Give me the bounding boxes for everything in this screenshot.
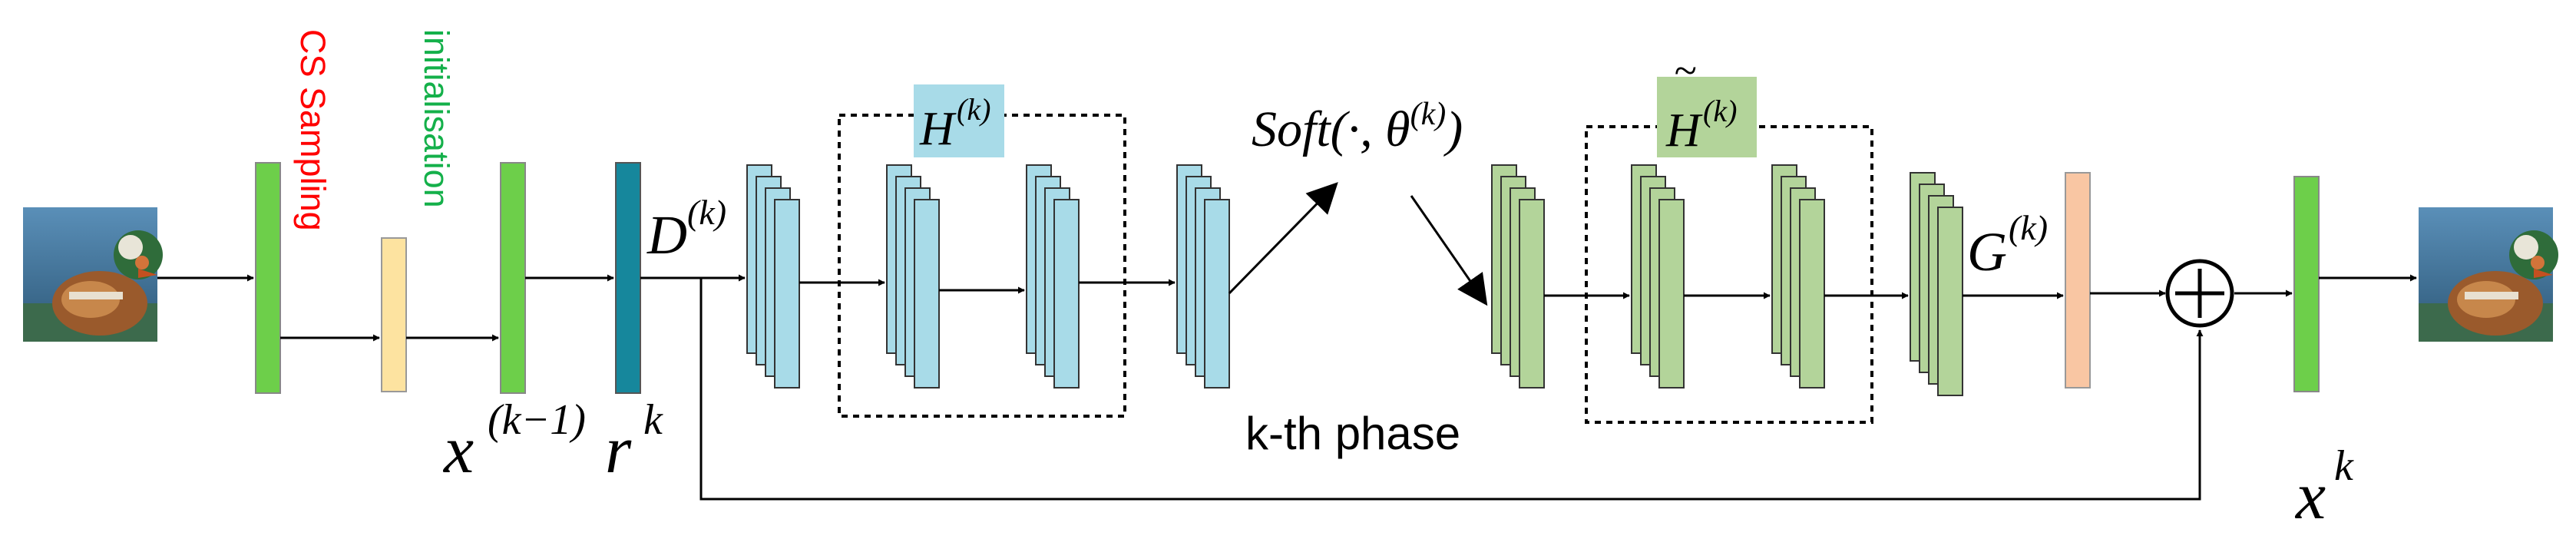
d-k-label: D (k) [646,193,726,266]
d-conv-stack [746,164,800,389]
g-k-label: G (k) [1967,208,2048,283]
htilde-conv-stack-2 [1771,164,1825,389]
svg-text:k: k [643,396,663,444]
svg-text:x: x [442,413,474,488]
svg-text:(k): (k) [687,193,726,232]
svg-text:G: G [1967,221,2007,283]
x-k-label: x k [2294,442,2354,534]
svg-text:(k): (k) [2009,208,2048,247]
h-module-box [838,114,1126,418]
output-duck-image [2419,207,2558,342]
htilde-module-box [1585,125,1873,424]
r-block [615,162,641,394]
svg-text:(k): (k) [1703,94,1737,128]
g-output-block [2065,172,2091,389]
x-k-block [2293,176,2320,392]
sampling-block [255,162,281,394]
svg-text:~: ~ [1674,48,1696,94]
phase-label: k-th phase [1245,408,1460,459]
h-k-label: H (k) [919,92,990,155]
htilde-label-bg [1657,77,1757,157]
h-conv-stack-2 [1026,164,1080,389]
htilde-k-label: ~ H (k) [1665,48,1737,157]
h-conv-stack-1 [886,164,940,389]
svg-text:(k): (k) [957,92,990,127]
svg-text:D: D [646,204,687,266]
svg-text:H: H [1665,104,1703,157]
flow-arrows [157,182,2417,501]
h-label-bg [914,84,1004,157]
svg-text:k: k [2334,442,2354,490]
svg-text:H: H [919,103,957,155]
g-conv-stack [1910,172,1963,396]
input-duck-image [23,207,163,342]
sum-node [2165,259,2234,328]
x-prev-label: x (k−1) [442,396,586,488]
svg-text:Soft(·, θ(k)): Soft(·, θ(k)) [1252,97,1463,157]
htilde-conv-stack-1 [1631,164,1685,389]
htilde-input-stack [1491,164,1545,389]
x-prev-block [500,162,526,394]
initialisation-label: initialisation [417,29,456,208]
svg-text:r: r [605,413,632,488]
cs-sampling-label: CS Sampling [293,29,332,231]
h-output-stack [1176,164,1230,389]
r-k-label: r k [605,396,663,488]
svg-text:x: x [2294,459,2326,534]
svg-text:(k−1): (k−1) [488,396,586,444]
measurement-block [381,237,407,392]
soft-threshold-label: Soft(·, θ(k)) [1252,97,1463,157]
